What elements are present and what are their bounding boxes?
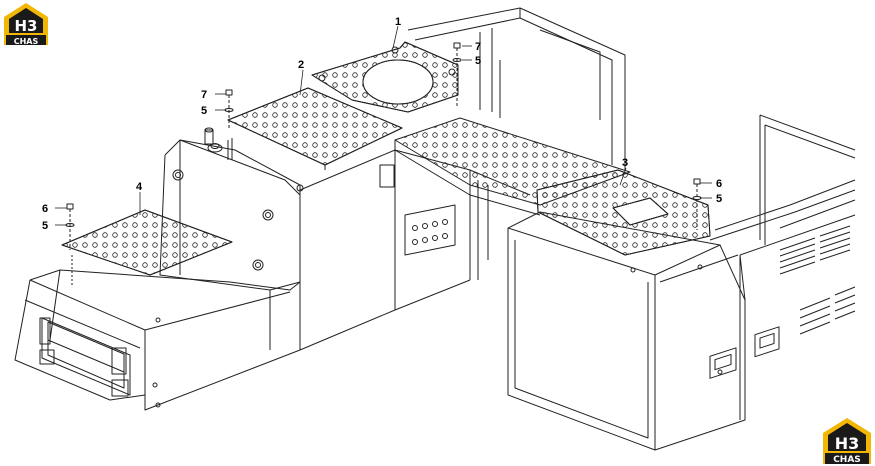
callout-7-top: 7 (475, 41, 481, 53)
right-enclosure (709, 114, 856, 420)
logo-monogram: H3 (15, 17, 38, 35)
callout-1: 1 (395, 16, 401, 28)
callout-3: 3 (622, 157, 628, 169)
plate-4 (61, 209, 233, 286)
plate-1 (311, 41, 459, 113)
rear-frame (407, 7, 626, 170)
plate-2 (227, 87, 403, 170)
callout-6-right: 6 (716, 178, 722, 190)
brand-logo-top: H3 CHAS (4, 3, 48, 46)
logo-caption: CHAS (14, 37, 39, 46)
front-left-box (14, 269, 301, 411)
logo-monogram: H3 (835, 434, 860, 453)
brand-logo-bottom: H3 CHAS (823, 418, 871, 465)
callout-5-top: 5 (475, 55, 481, 67)
callout-labels: 1 2 3 4 5 5 5 5 6 6 7 7 (42, 16, 722, 232)
logo-caption: CHAS (833, 455, 861, 465)
vent-grille (779, 225, 856, 335)
bolt-plate (404, 204, 456, 256)
callout-4: 4 (136, 181, 143, 193)
callout-5-far-left: 5 (42, 220, 48, 232)
plate-3 (536, 169, 711, 256)
callout-5-left: 5 (201, 105, 207, 117)
fastener-bolt-top (452, 42, 462, 108)
callout-2: 2 (298, 59, 304, 71)
front-right-box (507, 211, 746, 451)
leader-lines (55, 25, 712, 226)
fastener-bolt-far-left (65, 203, 75, 250)
callout-7-left: 7 (201, 89, 207, 101)
callout-6-far-left: 6 (42, 203, 48, 215)
callout-5-right: 5 (716, 193, 722, 205)
